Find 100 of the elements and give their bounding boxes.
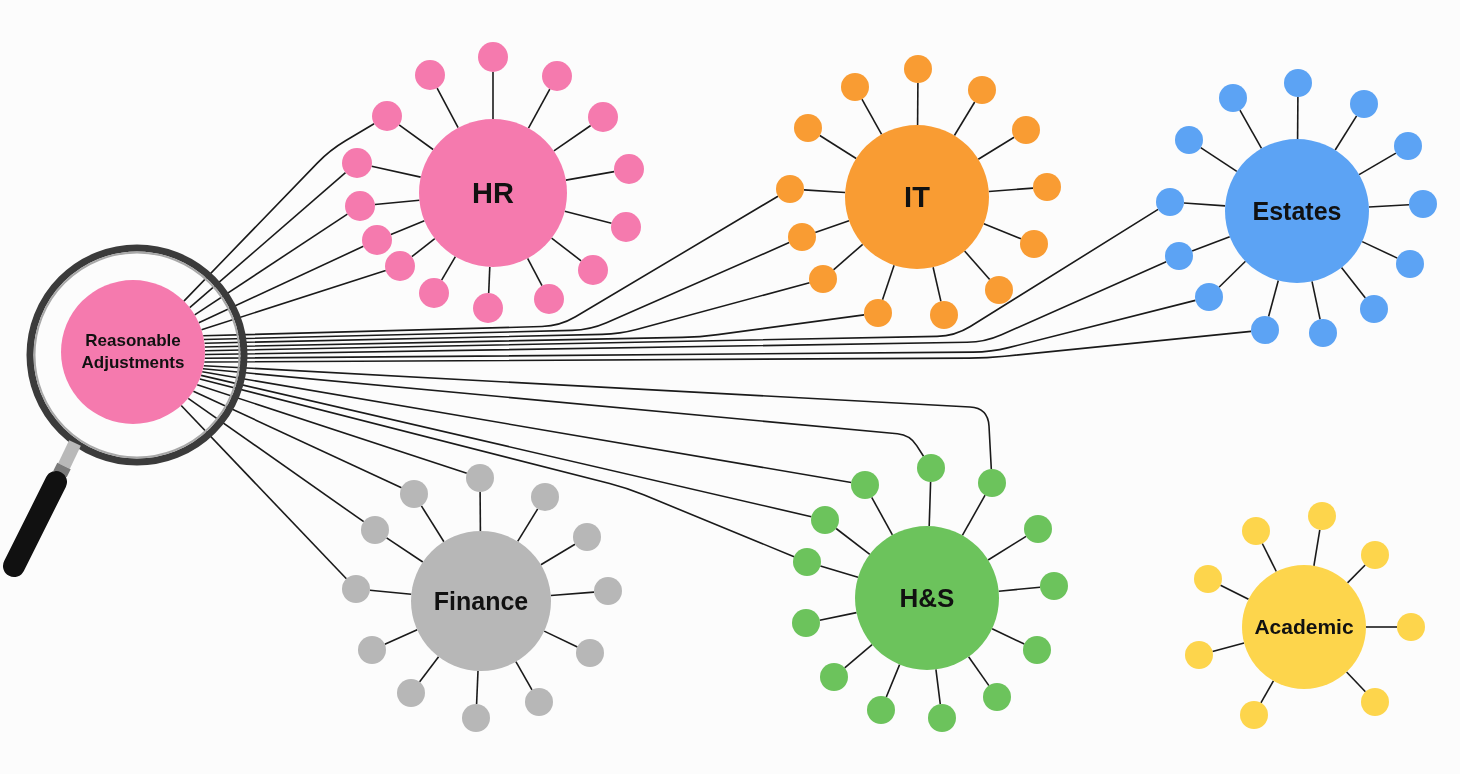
connector-line <box>818 611 858 621</box>
connector-line <box>204 208 1159 352</box>
node-label: Academic <box>1254 614 1354 640</box>
connector-line <box>384 628 418 646</box>
connector-line <box>196 383 468 474</box>
connector-line <box>369 589 413 596</box>
connector-line <box>1239 109 1263 150</box>
connector-line <box>1296 96 1299 140</box>
connector-line <box>515 660 533 691</box>
connector-line <box>204 260 1167 356</box>
connector-line <box>961 494 986 537</box>
connector-line <box>1219 584 1250 601</box>
connector-line <box>550 591 595 597</box>
connector-line <box>526 257 543 287</box>
connector-line <box>1361 240 1399 259</box>
connector-line <box>198 245 365 324</box>
connector-line <box>1183 202 1226 207</box>
connector-line <box>420 505 445 543</box>
connector-line <box>203 299 1197 360</box>
connector-line <box>385 537 424 563</box>
connector-line <box>516 508 539 543</box>
connector-line <box>819 565 859 579</box>
connector-line <box>180 404 348 580</box>
connector-line <box>200 374 813 518</box>
connector-line <box>1358 152 1397 176</box>
connector-line <box>563 210 613 225</box>
connector-line <box>1260 680 1275 704</box>
node-label: IT <box>904 180 930 214</box>
connector-line <box>870 496 894 536</box>
connector-line <box>475 670 479 705</box>
connector-line <box>1199 146 1238 173</box>
connector-line <box>370 165 422 178</box>
node-label: Finance <box>433 586 529 616</box>
connector-line <box>1313 529 1321 567</box>
node-label: HR <box>472 176 514 210</box>
connector-line <box>1368 204 1410 208</box>
connector-line <box>1191 235 1231 252</box>
connector-line <box>202 364 993 470</box>
connector-line <box>1340 266 1367 299</box>
node-label: Reasonable Adjustments <box>80 330 186 374</box>
connector-line <box>565 170 615 181</box>
connector-line <box>1346 564 1366 584</box>
connector-line <box>192 390 403 489</box>
connector-line <box>553 124 592 152</box>
connector-line <box>832 243 864 271</box>
connector-line <box>440 255 457 281</box>
connector-line <box>1334 115 1358 151</box>
connector-line <box>374 199 421 206</box>
connector-line <box>418 655 440 683</box>
connector-line <box>983 223 1022 240</box>
connector-line <box>935 668 942 705</box>
connector-line <box>193 213 349 316</box>
connector-line <box>543 630 579 648</box>
connector-line <box>202 195 779 337</box>
connector-line <box>997 586 1041 592</box>
connector-line <box>187 397 365 523</box>
connector-line <box>988 187 1034 193</box>
connector-line <box>881 264 895 301</box>
connector-line <box>203 330 1252 363</box>
connector-line <box>411 237 436 258</box>
connector-line <box>1218 260 1247 288</box>
connector-line <box>201 371 852 484</box>
connector-line <box>479 491 482 532</box>
connector-line <box>202 368 925 457</box>
connector-line <box>843 643 873 669</box>
connector-line <box>803 189 846 194</box>
connector-line <box>1365 626 1398 628</box>
connector-line <box>183 122 375 302</box>
connector-line <box>885 663 901 698</box>
connector-line <box>550 237 582 262</box>
connector-line <box>527 88 551 129</box>
connector-line <box>188 171 347 309</box>
connector-line <box>203 241 790 341</box>
connector-line <box>390 220 426 236</box>
connector-line <box>991 628 1026 645</box>
connector-line <box>1267 279 1280 318</box>
node-label: H&S <box>899 583 955 613</box>
connector-line <box>487 266 491 294</box>
connector-line <box>204 314 865 348</box>
connector-line <box>987 535 1027 561</box>
connector-line <box>200 269 387 331</box>
connector-line <box>436 87 459 129</box>
connector-line <box>1311 280 1321 321</box>
connector-line <box>977 136 1015 161</box>
connector-line <box>203 281 811 344</box>
connector-line <box>967 656 990 687</box>
connector-line <box>1345 671 1367 693</box>
connector-line <box>199 378 795 558</box>
connector-line <box>861 98 883 136</box>
connector-line <box>916 82 919 126</box>
connector-line <box>928 481 932 527</box>
connector-line <box>835 527 871 556</box>
connector-line <box>1261 542 1278 573</box>
connector-line <box>932 266 942 303</box>
connector-line <box>963 250 991 281</box>
node-label: Estates <box>1252 196 1342 226</box>
connector-line <box>953 101 976 137</box>
connector-line <box>814 219 850 234</box>
connector-line <box>819 134 857 160</box>
connector-line <box>1211 642 1245 653</box>
